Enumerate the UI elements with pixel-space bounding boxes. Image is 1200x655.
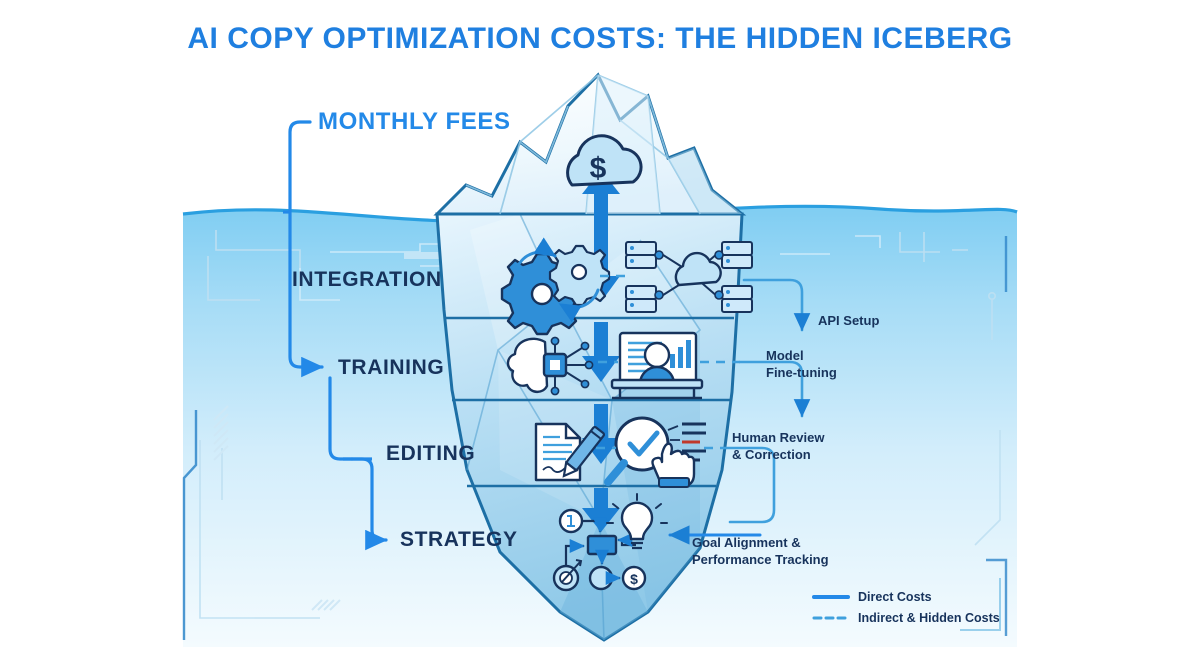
cloud-dollar-icon: $ bbox=[566, 134, 643, 187]
lightbulb-icon bbox=[606, 493, 668, 550]
annotation-goal-alignment-line2: Performance Tracking bbox=[692, 551, 829, 567]
circuit-decoration-right-accent bbox=[986, 236, 1008, 636]
annotation-api-setup: API Setup bbox=[818, 313, 879, 330]
page-title: AI COPY OPTIMIZATION COSTS: THE HIDDEN I… bbox=[187, 22, 1013, 55]
annotation-model-finetuning-line2: Fine-tuning bbox=[766, 364, 837, 380]
label-editing[interactable]: EDITING bbox=[386, 442, 476, 465]
legend-swatches bbox=[812, 595, 850, 620]
cloud-network-servers-icon bbox=[625, 241, 753, 313]
circuit-decoration-left bbox=[199, 230, 341, 619]
svg-text:$: $ bbox=[630, 571, 638, 587]
connector-monthly-fees-to-training bbox=[288, 120, 324, 378]
connector-model-finetuning bbox=[738, 360, 811, 418]
annotation-goal-alignment-line1: Goal Alignment & bbox=[692, 535, 801, 550]
annotation-api-setup-line1: API Setup bbox=[818, 313, 880, 328]
brain-chip-icon bbox=[506, 336, 594, 396]
annotation-human-review-line2: & Correction bbox=[732, 446, 811, 462]
connector-human-review bbox=[722, 446, 776, 524]
connector-api-setup bbox=[742, 278, 811, 332]
legend-frame bbox=[960, 578, 1001, 631]
circuit-decoration-left-accent bbox=[182, 410, 198, 640]
label-integration[interactable]: INTEGRATION bbox=[292, 268, 442, 291]
annotation-human-review: Human Review & Correction bbox=[732, 430, 824, 463]
person-at-desk-monitor-icon bbox=[610, 331, 704, 400]
document-pencil-icon bbox=[534, 422, 606, 482]
annotation-model-finetuning-line1: Model bbox=[766, 348, 804, 363]
label-training[interactable]: TRAINING bbox=[338, 356, 445, 379]
legend-label-indirect-costs: Indirect & Hidden Costs bbox=[858, 611, 1000, 625]
label-monthly-fees[interactable]: MONTHLY FEES bbox=[318, 108, 511, 135]
legend-label-direct-costs: Direct Costs bbox=[858, 590, 932, 604]
strategy-flowchart-icon: $ bbox=[552, 508, 647, 592]
magnifier-check-hand-icon bbox=[604, 416, 706, 488]
circuit-decoration-right bbox=[899, 232, 1001, 546]
gears-icon bbox=[500, 237, 611, 336]
svg-text:$: $ bbox=[590, 152, 607, 185]
annotation-goal-alignment: Goal Alignment & Performance Tracking bbox=[692, 535, 829, 568]
annotation-model-finetuning: Model Fine-tuning bbox=[766, 348, 837, 381]
label-strategy[interactable]: STRATEGY bbox=[400, 528, 518, 551]
annotation-human-review-line1: Human Review bbox=[732, 430, 825, 445]
